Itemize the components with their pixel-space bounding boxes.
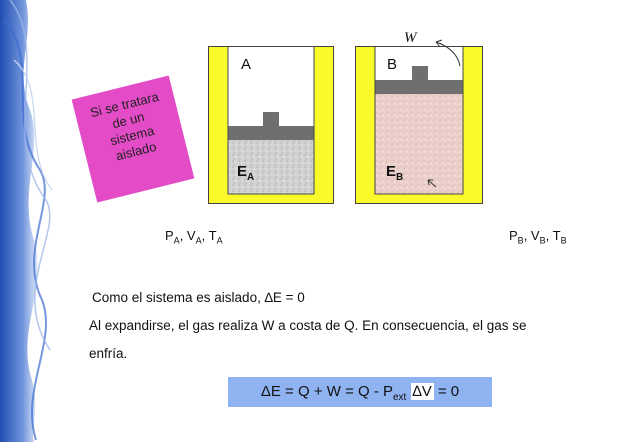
work-arrow-icon — [435, 39, 461, 67]
cylinder-b-drawing — [355, 46, 483, 204]
decorative-swirl — [0, 0, 53, 442]
text-line-expansion: Al expandirse, el gas realiza W a costa … — [89, 318, 527, 333]
energy-a-label: EA — [237, 163, 255, 183]
heat-arrow-icon — [427, 179, 437, 188]
delta-v-highlight: ∆V — [410, 383, 434, 400]
isolated-system-note-text: Si se tratara de un sistema aislado — [88, 88, 161, 164]
energy-formula: ΔE = Q + W = Q - Pext ∆V = 0 — [228, 377, 492, 407]
energy-b-label: EB — [386, 163, 404, 183]
state-b-label: PB, VB, TB — [509, 228, 567, 246]
state-a-label: PA, VA, TA — [165, 228, 223, 246]
isolated-system-note: Si se tratara de un sistema aislado — [71, 75, 195, 203]
cylinder-a-drawing — [208, 46, 334, 204]
text-line-isolated: Como el sistema es aislado, ∆E = 0 — [92, 290, 305, 305]
cylinder-b-label: B — [387, 56, 398, 73]
cylinder-a-label: A — [241, 56, 252, 73]
work-label: W — [404, 30, 417, 46]
text-line-cools: enfría. — [89, 346, 128, 361]
